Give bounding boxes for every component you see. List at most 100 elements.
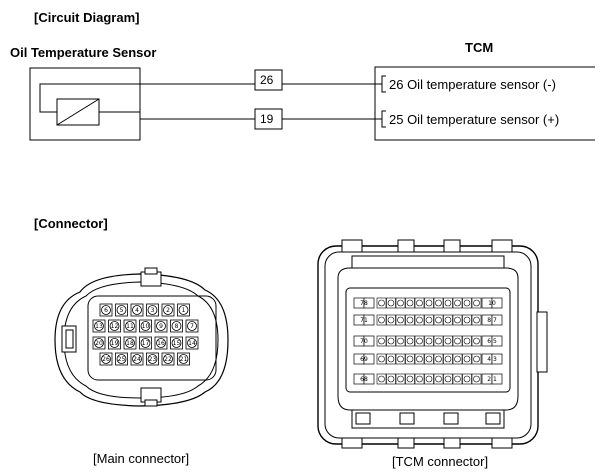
main-pin-circle bbox=[156, 321, 166, 331]
tcm-pin-circle bbox=[444, 375, 452, 383]
main-pin-circle bbox=[171, 338, 182, 348]
tcm-pin-circle bbox=[406, 375, 414, 383]
tcm-pin-cell bbox=[414, 373, 425, 385]
main-pin-circle bbox=[178, 354, 189, 364]
tcm-left-label: 69 bbox=[360, 356, 368, 363]
tcm-pin-circle bbox=[425, 299, 433, 307]
tcm-pin-cell bbox=[443, 335, 453, 347]
tcm-pin-circle bbox=[454, 337, 461, 345]
tcm-pin-circle bbox=[473, 337, 480, 345]
tcm-title: TCM bbox=[465, 40, 494, 55]
tcm-pin-circle bbox=[387, 375, 395, 383]
main-pin-cell bbox=[177, 303, 190, 317]
main-pin-circle bbox=[163, 305, 173, 315]
main-pin-circle bbox=[132, 354, 142, 364]
main-pin-cell bbox=[161, 303, 175, 317]
main-pin-circle bbox=[101, 354, 111, 364]
main-pin-cell bbox=[99, 352, 113, 366]
tcm-pin-cell bbox=[452, 373, 463, 385]
tcm-pin-circle bbox=[397, 375, 404, 383]
tcm-pin-cell bbox=[363, 297, 375, 309]
main-connector-caption: [Main connector] bbox=[93, 451, 190, 466]
main-pin-number: 21 bbox=[180, 356, 188, 363]
tcm-pin-circle bbox=[416, 299, 423, 307]
tcm-pin-cell bbox=[471, 314, 482, 326]
tcm-pin-circle bbox=[473, 316, 480, 324]
main-pin-circle bbox=[116, 354, 127, 364]
tcm-pin-circle bbox=[454, 299, 461, 307]
main-pin-cell bbox=[161, 352, 175, 366]
tcm-pin-cell bbox=[386, 373, 396, 385]
tcm-pin-circle bbox=[473, 299, 480, 307]
sensor-box bbox=[29, 67, 141, 141]
tcm-pin-circle bbox=[387, 355, 395, 363]
main-pin-cell bbox=[177, 352, 190, 366]
main-pin-cell bbox=[123, 319, 137, 333]
tcm-pin-cell bbox=[414, 297, 425, 309]
tcm-pin-cell bbox=[462, 353, 472, 365]
main-pin-cell bbox=[123, 336, 137, 350]
tcm-pin-cell bbox=[424, 353, 434, 365]
tcm-pin-circle bbox=[463, 355, 471, 363]
tcm-pin-circle bbox=[406, 316, 414, 324]
tcm-pin-cell bbox=[443, 297, 453, 309]
main-connector-housing bbox=[54, 273, 229, 407]
tcm-pin-cell bbox=[376, 314, 387, 326]
tcm-pin-circle bbox=[454, 355, 461, 363]
main-pin-number: 12 bbox=[111, 323, 119, 330]
main-pin-number: 2 bbox=[166, 307, 170, 314]
tcm-pin-circle bbox=[435, 375, 442, 383]
main-pin-circle bbox=[132, 305, 142, 315]
main-pin-circle bbox=[94, 321, 104, 331]
tcm-pin-cell bbox=[405, 353, 415, 365]
tcm-pin-cell bbox=[376, 373, 387, 385]
tcm-pin-circle bbox=[397, 299, 404, 307]
main-pin-cell bbox=[154, 319, 168, 333]
tcm-pin-circle bbox=[378, 299, 385, 307]
tcm-pin-circle bbox=[435, 316, 442, 324]
main-pin-number: 10 bbox=[142, 323, 150, 330]
main-pin-number: 13 bbox=[95, 323, 103, 330]
tcm-pin-cell bbox=[424, 297, 434, 309]
tcm-pin-cell bbox=[433, 373, 444, 385]
tcm-pin-cell bbox=[452, 335, 463, 347]
main-pin-cell bbox=[92, 319, 106, 333]
main-pin-circle bbox=[163, 354, 173, 364]
main-pin-circle bbox=[125, 338, 135, 348]
main-pin-number: 18 bbox=[126, 340, 134, 347]
main-pin-number: 11 bbox=[126, 323, 134, 330]
main-pin-cell bbox=[139, 336, 152, 350]
tcm-pin-circle bbox=[378, 375, 385, 383]
main-pin-circle bbox=[187, 338, 197, 348]
tcm-pin-circle bbox=[416, 355, 423, 363]
tcm-pin-cell bbox=[363, 353, 375, 365]
tcm-pin-circle bbox=[454, 316, 461, 324]
main-pin-cell bbox=[108, 336, 121, 350]
main-pin-cell bbox=[170, 336, 183, 350]
tcm-pin-cell bbox=[462, 335, 472, 347]
tcm-pin-cell bbox=[471, 353, 482, 365]
main-pin-cell bbox=[92, 336, 106, 350]
main-pin-cell bbox=[115, 303, 128, 317]
tcm-pin-cell bbox=[433, 335, 444, 347]
main-pin-circle bbox=[116, 305, 127, 315]
tcm-box bbox=[374, 66, 595, 141]
main-pin-number: 16 bbox=[157, 340, 165, 347]
main-pin-circle bbox=[109, 321, 120, 331]
tcm-pin-cell bbox=[363, 373, 375, 385]
main-pin-circle bbox=[178, 305, 189, 315]
tcm-pin-cell bbox=[433, 297, 444, 309]
tcm-pin-cell bbox=[471, 335, 482, 347]
tcm-left-label: 78 bbox=[360, 300, 368, 307]
tcm-pin-cell bbox=[395, 314, 406, 326]
main-pin-number: 22 bbox=[164, 356, 172, 363]
main-pin-number: 20 bbox=[95, 340, 103, 347]
main-pin-number: 9 bbox=[159, 323, 163, 330]
tcm-pin-circle bbox=[444, 337, 452, 345]
main-pin-cell bbox=[130, 352, 144, 366]
main-pin-cell bbox=[170, 319, 183, 333]
tcm-pin-cell bbox=[424, 314, 434, 326]
